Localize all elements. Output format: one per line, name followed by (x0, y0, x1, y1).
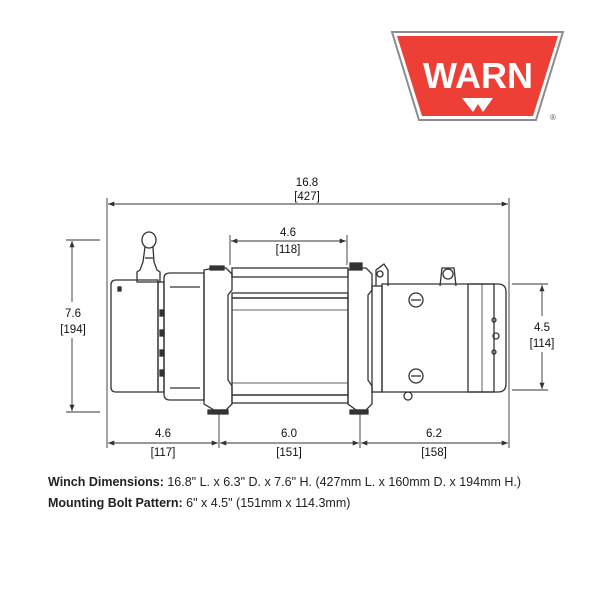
winch-dimension-drawing: 16.8 [427] 4.6 [118] 7.6 [194] 4.5 [114]… (60, 177, 555, 459)
right-drum-support (347, 262, 373, 415)
left-offset-mm: [117] (151, 447, 176, 459)
left-drum-support (203, 265, 233, 415)
cable-drum (231, 297, 349, 396)
spec-value: 6" x 4.5" (151mm x 114.3mm) (186, 496, 351, 510)
overall-length-mm: [427] (294, 191, 320, 203)
dimension-lines (66, 198, 548, 448)
motor-height-mm: [114] (530, 338, 555, 350)
clutch-lever (136, 231, 161, 283)
warn-logo: WARN ® (390, 31, 565, 122)
spec-label: Mounting Bolt Pattern: (48, 496, 187, 510)
drum-width-in: 4.6 (280, 227, 296, 239)
motor-length-mm: [158] (421, 447, 447, 459)
registered-mark: ® (550, 113, 556, 122)
spec-winch-dimensions: Winch Dimensions: 16.8" L. x 6.3" D. x 7… (48, 472, 588, 493)
spec-list: Winch Dimensions: 16.8" L. x 6.3" D. x 7… (48, 472, 588, 514)
winch-illustration (110, 231, 507, 415)
motor (371, 263, 507, 401)
bolt-spacing-in: 6.0 (281, 428, 297, 440)
bolt-spacing-mm: [151] (276, 447, 302, 459)
motor-height-in: 4.5 (534, 322, 550, 334)
dimension-labels: 16.8 [427] 4.6 [118] 7.6 [194] 4.5 [114]… (60, 177, 554, 459)
spec-mounting-bolt-pattern: Mounting Bolt Pattern: 6" x 4.5" (151mm … (48, 493, 588, 514)
height-mm: [194] (60, 324, 86, 336)
spec-value: 16.8" L. x 6.3" D. x 7.6" H. (427mm L. x… (167, 475, 522, 489)
height-in: 7.6 (65, 308, 81, 320)
overall-length-in: 16.8 (296, 177, 318, 189)
left-offset-in: 4.6 (155, 428, 171, 440)
logo-w-mark (462, 98, 493, 112)
drum-width-mm: [118] (276, 244, 301, 256)
spec-label: Winch Dimensions: (48, 475, 168, 489)
gear-housing (110, 272, 205, 401)
logo-text: WARN (423, 55, 533, 96)
motor-length-in: 6.2 (426, 428, 442, 440)
